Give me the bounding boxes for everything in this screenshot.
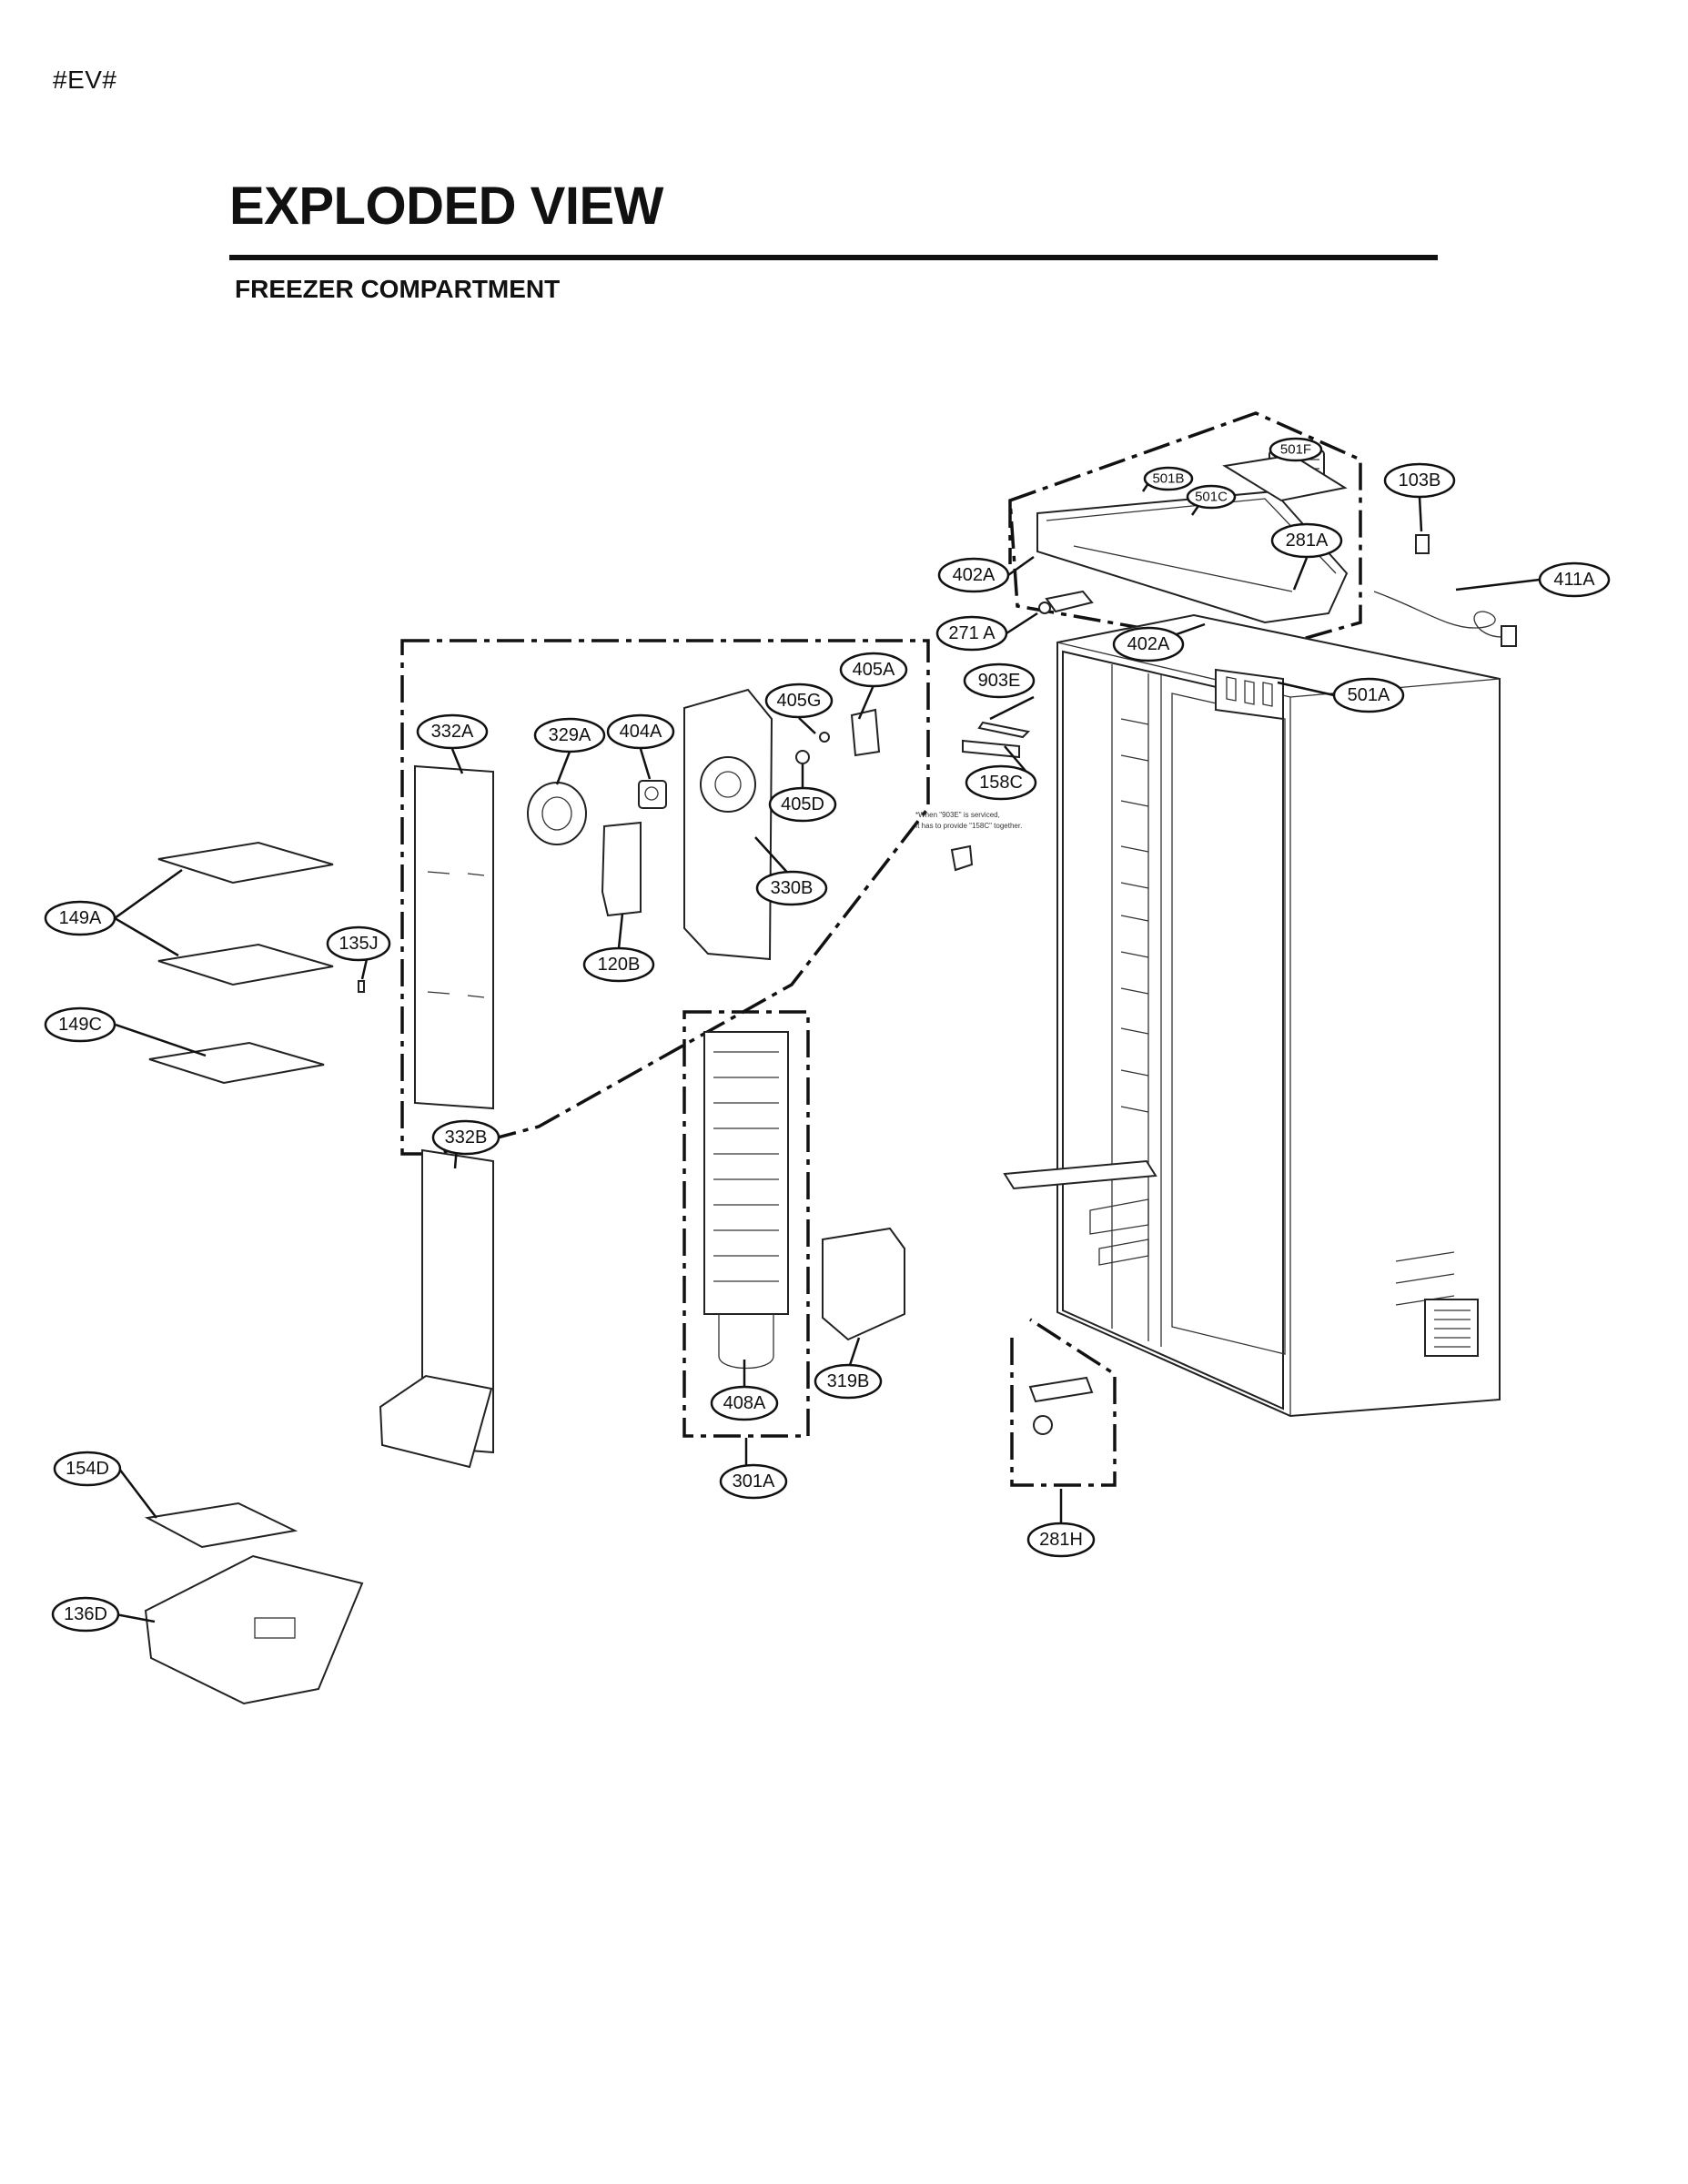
- page-title: EXPLODED VIEW: [229, 177, 663, 236]
- fan-motor-part: [527, 782, 587, 845]
- callout-319B: 319B: [814, 1363, 883, 1400]
- callout-281H: 281H: [1026, 1522, 1096, 1558]
- svg-text:501C: 501C: [1195, 490, 1228, 505]
- lower-cover-part: [379, 1148, 494, 1469]
- shroud-part: [683, 688, 773, 961]
- drain-cover-part: [822, 1227, 905, 1341]
- rail-part: *When "903E" is serviced, It has to prov…: [915, 721, 1031, 872]
- callout-149A: 149A: [44, 900, 116, 936]
- svg-text:404A: 404A: [620, 722, 662, 742]
- freezer-bin-part: [144, 1554, 364, 1705]
- fan-bracket-part: [638, 780, 667, 809]
- svg-text:281A: 281A: [1286, 531, 1329, 551]
- connector-part: [1415, 534, 1430, 554]
- svg-text:408A: 408A: [723, 1393, 766, 1413]
- svg-text:501A: 501A: [1348, 685, 1390, 705]
- control-board-part: [1222, 453, 1348, 502]
- svg-text:405A: 405A: [853, 660, 895, 680]
- callout-136D: 136D: [51, 1596, 120, 1633]
- hinge-part: [1028, 1376, 1094, 1435]
- evaporator-group-outline: [682, 1010, 810, 1438]
- callout-154D: 154D: [53, 1451, 122, 1487]
- svg-text:136D: 136D: [64, 1604, 107, 1624]
- callout-281A: 281A: [1270, 522, 1343, 559]
- callout-405G: 405G: [764, 682, 834, 719]
- svg-text:405D: 405D: [781, 794, 824, 814]
- callout-402A-top: 402A: [937, 557, 1010, 593]
- title-rule: [229, 255, 1438, 260]
- callout-501C: 501C: [1186, 484, 1237, 510]
- svg-text:149C: 149C: [58, 1015, 102, 1035]
- svg-text:271 A: 271 A: [948, 623, 996, 643]
- svg-text:319B: 319B: [827, 1371, 870, 1391]
- svg-text:332B: 332B: [445, 1127, 488, 1148]
- callout-404A: 404A: [606, 713, 675, 750]
- callout-411A: 411A: [1538, 561, 1611, 598]
- svg-text:149A: 149A: [59, 908, 102, 928]
- callout-271A: 271 A: [935, 615, 1008, 652]
- svg-text:103B: 103B: [1399, 470, 1441, 490]
- callout-332B: 332B: [431, 1119, 500, 1156]
- callout-501B: 501B: [1143, 466, 1194, 491]
- freezer-cover-panel-part: [414, 764, 494, 1110]
- callout-405D: 405D: [768, 786, 837, 823]
- callout-402A-bottom: 402A: [1112, 626, 1185, 662]
- callout-301A: 301A: [719, 1463, 788, 1500]
- section-subtitle: FREEZER COMPARTMENT: [235, 275, 561, 303]
- svg-text:301A: 301A: [733, 1471, 775, 1491]
- evaporator-part: [703, 1031, 789, 1370]
- callout-408A: 408A: [710, 1385, 779, 1421]
- hinge-group-outline: [1010, 1318, 1117, 1487]
- svg-text:135J: 135J: [339, 934, 378, 954]
- hinge-bracket-part: [1038, 590, 1094, 614]
- callout-135J: 135J: [326, 925, 391, 962]
- callout-332A: 332A: [416, 713, 489, 750]
- svg-text:154D: 154D: [66, 1459, 109, 1479]
- svg-text:281H: 281H: [1039, 1530, 1083, 1550]
- svg-text:330B: 330B: [771, 878, 814, 898]
- callout-903E: 903E: [963, 662, 1036, 699]
- callout-501F: 501F: [1269, 437, 1323, 462]
- svg-text:501B: 501B: [1152, 471, 1184, 487]
- duct-part: [601, 821, 642, 917]
- callout-501A: 501A: [1332, 677, 1405, 713]
- svg-text:332A: 332A: [431, 722, 474, 742]
- bin-cover-part: [144, 1502, 298, 1549]
- callout-120B: 120B: [582, 946, 655, 983]
- page-tag: #EV#: [53, 66, 117, 94]
- cabinet-part: [1003, 613, 1501, 1418]
- grommet-part: [795, 708, 881, 764]
- service-note-line2: It has to provide "158C" together.: [915, 822, 1022, 830]
- shelf-part: [148, 841, 365, 1085]
- fan-assembly-group-outline: [400, 639, 930, 1156]
- top-cover-group-outline: [1008, 411, 1362, 652]
- callout-405A: 405A: [839, 652, 908, 688]
- power-cord-part: [1373, 591, 1517, 647]
- svg-text:329A: 329A: [549, 725, 591, 745]
- svg-text:405G: 405G: [777, 691, 822, 711]
- callout-103B: 103B: [1383, 462, 1456, 499]
- svg-text:158C: 158C: [979, 773, 1023, 793]
- svg-text:411A: 411A: [1553, 570, 1595, 590]
- service-note-line1: *When "903E" is serviced,: [915, 811, 1000, 819]
- svg-text:903E: 903E: [978, 671, 1021, 691]
- callout-329A: 329A: [533, 717, 606, 753]
- svg-text:402A: 402A: [953, 565, 996, 585]
- svg-text:501F: 501F: [1280, 442, 1311, 458]
- svg-text:120B: 120B: [598, 955, 641, 975]
- callout-158C: 158C: [965, 764, 1037, 801]
- callout-330B: 330B: [755, 870, 828, 906]
- callout-149C: 149C: [44, 1006, 116, 1043]
- svg-text:402A: 402A: [1127, 634, 1170, 654]
